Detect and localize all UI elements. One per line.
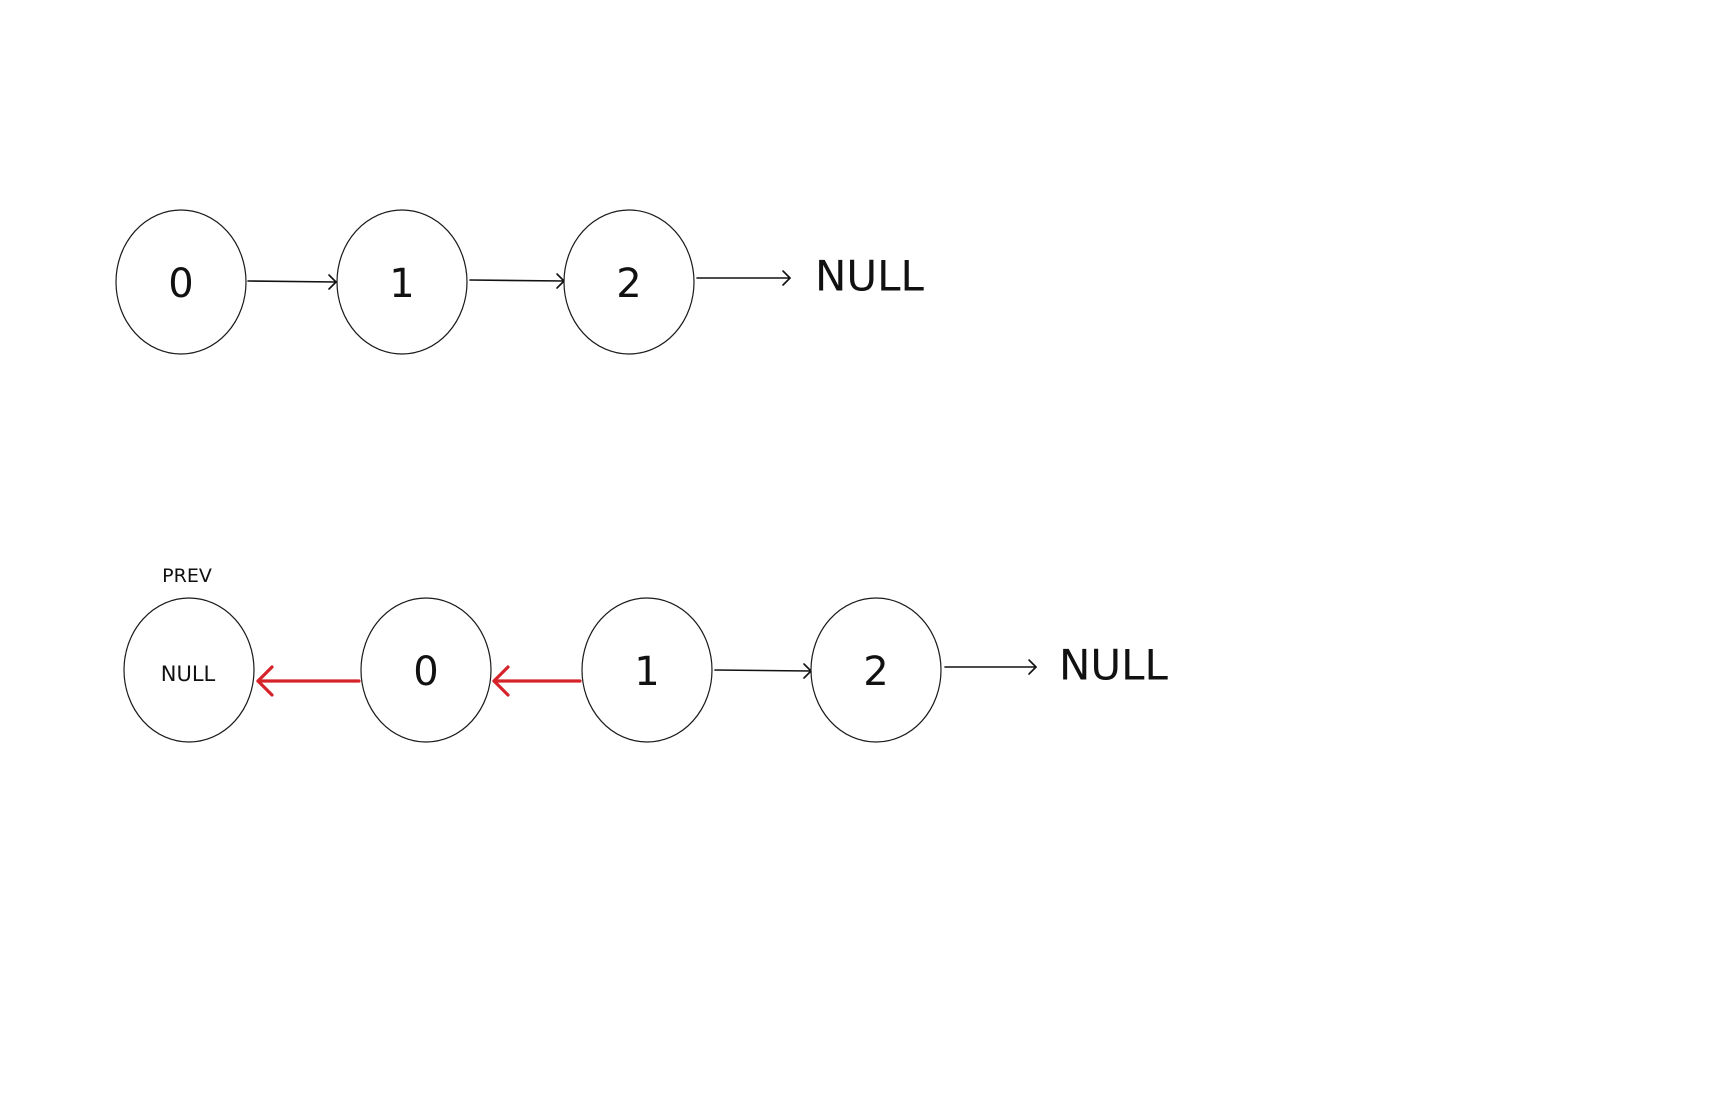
list-node: 0 — [115, 209, 247, 355]
node-circle — [563, 209, 695, 355]
node-value: 1 — [389, 261, 414, 307]
forward-arrow — [469, 273, 565, 289]
forward-arrow — [714, 663, 812, 679]
list-node: 2 — [810, 597, 942, 743]
node-value: 2 — [863, 649, 888, 695]
list-node: 2 — [563, 209, 695, 355]
node-value: 2 — [616, 261, 641, 307]
node-circle — [115, 209, 247, 355]
list-node: 1 — [336, 209, 468, 355]
forward-arrow — [247, 274, 337, 290]
row-original-list: 0 1 2 NULL — [115, 209, 925, 355]
row-reversing-list: PREV NULL 0 1 — [123, 565, 1169, 743]
list-node: 1 — [581, 597, 713, 743]
node-value: 0 — [413, 649, 438, 695]
node-value: NULL — [161, 662, 216, 686]
forward-arrow — [696, 270, 791, 286]
prev-pointer-label: PREV — [162, 565, 212, 587]
null-terminal: NULL — [815, 252, 925, 301]
forward-arrow — [944, 659, 1037, 675]
list-node: NULL — [123, 597, 255, 743]
node-circle — [336, 209, 468, 355]
node-circle — [810, 597, 942, 743]
node-value: 0 — [168, 261, 193, 307]
null-terminal: NULL — [1059, 641, 1169, 690]
list-node: 0 — [360, 597, 492, 743]
reversed-arrow — [492, 665, 582, 697]
node-circle — [123, 597, 255, 743]
node-circle — [581, 597, 713, 743]
node-value: 1 — [634, 649, 659, 695]
reversed-arrow — [256, 665, 361, 697]
node-circle — [360, 597, 492, 743]
